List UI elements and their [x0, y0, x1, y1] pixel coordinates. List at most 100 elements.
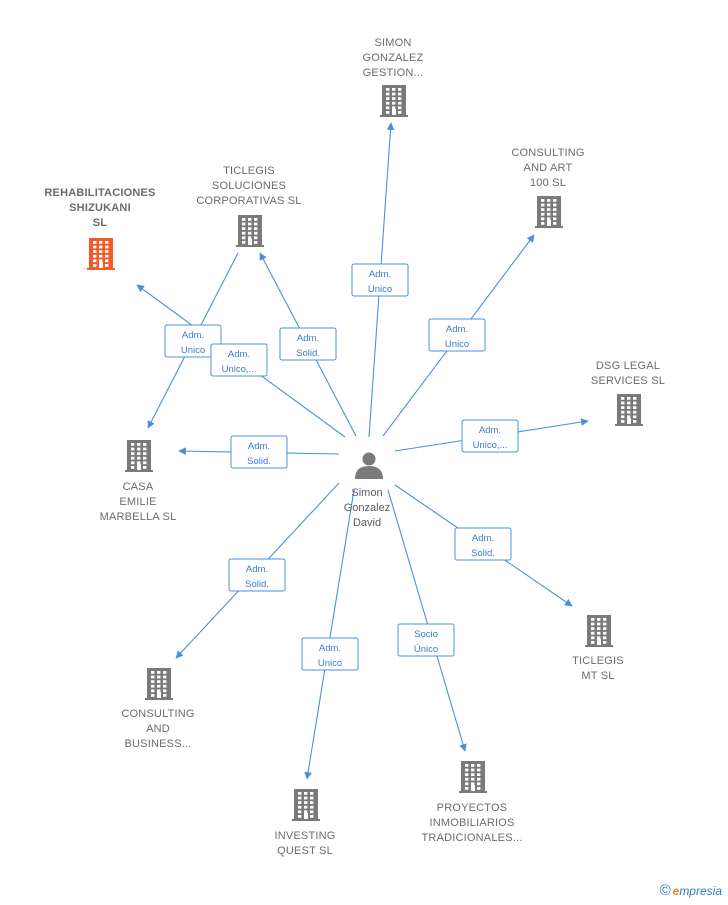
label-line: CONSULTING — [121, 708, 194, 720]
empresia-watermark[interactable]: ©empresia — [660, 882, 722, 899]
label-line: BUSINESS... — [125, 738, 192, 750]
edge-label-line: Unico — [181, 345, 205, 356]
building-icon-simon-gonzalez-gestion[interactable] — [380, 85, 408, 117]
edge-label-line: Solid. — [247, 456, 271, 467]
edge-label-box — [228, 558, 286, 592]
label-line: Simon — [351, 487, 382, 499]
label-line: GESTION... — [363, 67, 424, 79]
brand-name: mpresia — [679, 884, 722, 898]
person-icon[interactable] — [355, 452, 383, 480]
edge-label-text: Adm.Unico,... — [473, 425, 508, 451]
edge-label-ticlegis-soluciones[interactable]: Adm.Solid. — [279, 327, 337, 361]
edge-label-line: Adm. — [319, 643, 341, 654]
label-line: SIMON — [374, 37, 411, 49]
edge-label-line: Adm. — [297, 333, 319, 344]
edge-label-line: Adm. — [248, 441, 270, 452]
label-line: CORPORATIVAS SL — [196, 195, 301, 207]
edge-label-line: Adm. — [472, 533, 494, 544]
label-line: REHABILITACIONES — [44, 187, 155, 199]
label-line: David — [353, 517, 381, 529]
label-line: PROYECTOS — [437, 802, 508, 814]
edge-center-to-proyectos-inmobiliarios — [387, 489, 467, 752]
edge-label-line: Solid. — [471, 548, 495, 559]
building-icon-casa-emilie-marbella[interactable] — [125, 440, 153, 472]
edge-label-rehabilitaciones-shizukani[interactable]: Adm.Unico,... — [210, 343, 268, 377]
label-line: AND ART — [524, 162, 573, 174]
node-label-proyectos-inmobiliarios: PROYECTOS INMOBILIARIOS TRADICIONALES... — [422, 802, 523, 844]
brand-initial: e — [672, 884, 680, 898]
label-line: INVESTING — [274, 830, 335, 842]
edge-label-text: Adm. Solid. — [471, 533, 495, 559]
edge-label-line: Unico — [368, 284, 392, 295]
edge-label-line: Adm. — [479, 425, 501, 436]
edge-label-text: Adm. Unico — [368, 269, 392, 295]
edge-center-to-investing-quest — [304, 489, 355, 780]
edge-label-box — [230, 435, 288, 469]
edge-label-text: Adm. Solid. — [247, 441, 271, 467]
label-line: DSG LEGAL — [596, 360, 660, 372]
edge-label-line: Solid. — [245, 579, 269, 590]
edge-label-box — [461, 419, 519, 453]
node-label-investing-quest: INVESTING QUEST SL — [274, 830, 335, 857]
building-icon-rehabilitaciones-shizukani[interactable] — [87, 238, 115, 270]
label-line: INMOBILIARIOS — [429, 817, 514, 829]
edge-label-text: Adm. Solid. — [245, 564, 269, 590]
label-line: QUEST SL — [277, 845, 333, 857]
label-line: SHIZUKANI — [69, 202, 131, 214]
building-icon-dsg-legal-services[interactable] — [615, 394, 643, 426]
edge-label-box — [164, 324, 222, 358]
edge-label-casa-emilie-marbella[interactable]: Adm. Unico — [164, 324, 222, 358]
edge-label-line: Adm. — [246, 564, 268, 575]
node-label-ticlegis-mt: TICLEGIS MT SL — [572, 655, 624, 682]
edge-label-text: Adm. Unico — [181, 330, 205, 356]
label-line: TICLEGIS — [223, 165, 275, 177]
label-line: 100 SL — [530, 177, 566, 189]
edge-label-line: Unico,... — [222, 364, 257, 375]
label-line: MT SL — [581, 670, 614, 682]
building-icon-consulting-and-art[interactable] — [535, 196, 563, 228]
label-line: GONZALEZ — [363, 52, 424, 64]
edges-layer — [136, 122, 589, 780]
edge-label-casa-emilie-marbella[interactable]: Adm. Solid. — [230, 435, 288, 469]
label-line: TICLEGIS — [572, 655, 624, 667]
building-icon-investing-quest[interactable] — [292, 789, 320, 821]
edge-label-investing-quest[interactable]: Adm. Unico — [301, 637, 359, 671]
edge-label-simon-gonzalez-gestion[interactable]: Adm. Unico — [351, 263, 409, 297]
label-line: CASA — [123, 481, 154, 493]
node-label-dsg-legal-services: DSG LEGAL SERVICES SL — [591, 360, 665, 387]
edge-label-box — [279, 327, 337, 361]
edge-label-line: Unico — [445, 339, 469, 350]
building-icon-ticlegis-mt[interactable] — [585, 615, 613, 647]
building-icon-proyectos-inmobiliarios[interactable] — [459, 761, 487, 793]
edge-label-line: Socio — [414, 629, 438, 640]
node-label-ticlegis-soluciones: TICLEGIS SOLUCIONES CORPORATIVAS SL — [196, 165, 301, 207]
edge-label-box — [454, 527, 512, 561]
node-label-simon-gonzalez-gestion: SIMON GONZALEZ GESTION... — [363, 37, 424, 79]
label-line: SOLUCIONES — [212, 180, 286, 192]
edge-label-box — [397, 623, 455, 657]
edge-label-line: Unico — [318, 658, 342, 669]
label-line: SERVICES SL — [591, 375, 665, 387]
label-line: MARBELLA SL — [100, 511, 177, 523]
edge-label-line: Adm. — [182, 330, 204, 341]
copyright-symbol: © — [659, 882, 671, 899]
edge-label-ticlegis-mt[interactable]: Adm. Solid. — [454, 527, 512, 561]
edge-label-line: Único — [414, 644, 438, 655]
edge-label-line: Adm. — [369, 269, 391, 280]
edge-label-dsg-legal-services[interactable]: Adm.Unico,... — [461, 419, 519, 453]
label-line: EMILIE — [119, 496, 156, 508]
node-label-casa-emilie-marbella: CASA EMILIE MARBELLA SL — [100, 481, 177, 523]
edge-label-consulting-and-art[interactable]: Adm.Unico — [428, 318, 486, 352]
building-icon-consulting-and-business[interactable] — [145, 668, 173, 700]
nodes-layer: SIMON GONZALEZ GESTION... CONSULTING AND ART… — [44, 37, 665, 857]
edge-label-consulting-and-business[interactable]: Adm. Solid. — [228, 558, 286, 592]
building-icon-ticlegis-soluciones[interactable] — [236, 215, 264, 247]
label-line: TRADICIONALES... — [422, 832, 523, 844]
